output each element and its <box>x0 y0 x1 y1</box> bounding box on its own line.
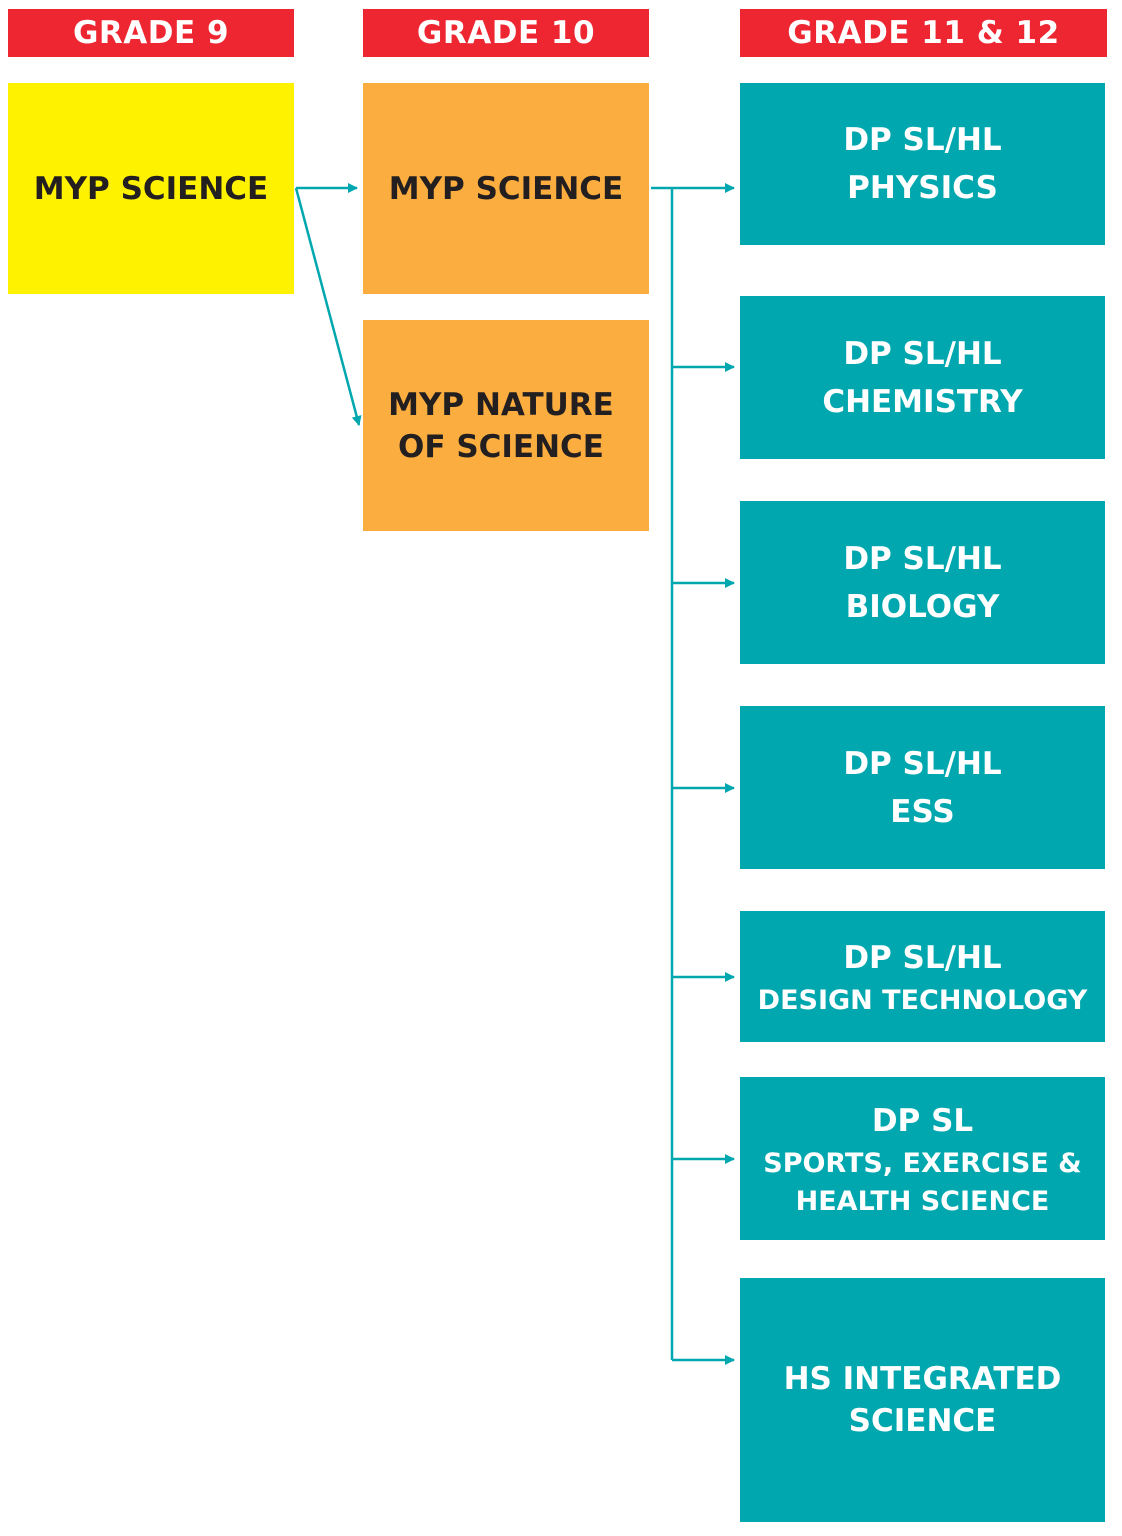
dp-chemistry-box: DP SL/HL CHEMISTRY <box>740 296 1105 459</box>
dp-physics-box: DP SL/HL PHYSICS <box>740 83 1105 245</box>
hs-integrated-science-box: HS INTEGRATED SCIENCE <box>740 1278 1105 1522</box>
hs-integrated-science-line2: SCIENCE <box>848 1403 997 1439</box>
dp-ess-subject: ESS <box>890 793 955 830</box>
grade-9-header-label: GRADE 9 <box>72 15 230 51</box>
dp-sports-science-level: DP SL <box>871 1102 974 1139</box>
dp-sports-science-subject-line1: SPORTS, EXERCISE & <box>763 1147 1082 1179</box>
dp-biology-level: DP SL/HL <box>843 540 1002 577</box>
dp-design-technology-box: DP SL/HL DESIGN TECHNOLOGY <box>740 911 1105 1042</box>
grade-11-12-header-label: GRADE 11 & 12 <box>787 15 1060 51</box>
grade-10-header: GRADE 10 <box>363 9 649 57</box>
nature-of-science-line2: OF SCIENCE <box>398 428 604 465</box>
grade-10-header-label: GRADE 10 <box>416 15 596 51</box>
dp-chemistry-subject: CHEMISTRY <box>822 383 1023 420</box>
dp-physics-level: DP SL/HL <box>843 122 1002 158</box>
grade-10-nature-of-science-box: MYP NATURE OF SCIENCE <box>363 320 649 531</box>
grade-9-header: GRADE 9 <box>8 9 294 57</box>
dp-sports-science-box: DP SL SPORTS, EXERCISE & HEALTH SCIENCE <box>740 1077 1105 1240</box>
dp-sports-science-subject-line2: HEALTH SCIENCE <box>795 1185 1050 1217</box>
nature-of-science-line1: MYP NATURE <box>388 386 614 423</box>
dp-design-technology-subject: DESIGN TECHNOLOGY <box>757 984 1088 1016</box>
arrow-g9-to-g10-nature <box>294 187 362 426</box>
dp-design-technology-level: DP SL/HL <box>843 939 1002 976</box>
grade-9-myp-science-label: MYP SCIENCE <box>33 170 269 207</box>
dp-chemistry-level: DP SL/HL <box>843 335 1002 372</box>
grade-9-myp-science-box: MYP SCIENCE <box>8 83 294 294</box>
hs-integrated-science-line1: HS INTEGRATED <box>783 1361 1062 1397</box>
dp-ess-box: DP SL/HL ESS <box>740 706 1105 869</box>
dp-ess-level: DP SL/HL <box>843 745 1002 782</box>
grade-10-myp-science-label: MYP SCIENCE <box>388 170 624 207</box>
dp-biology-subject: BIOLOGY <box>845 588 1000 625</box>
dp-biology-box: DP SL/HL BIOLOGY <box>740 501 1105 664</box>
grade-11-12-header: GRADE 11 & 12 <box>740 9 1107 57</box>
grade-10-myp-science-box: MYP SCIENCE <box>363 83 649 294</box>
dp-physics-subject: PHYSICS <box>847 170 998 206</box>
